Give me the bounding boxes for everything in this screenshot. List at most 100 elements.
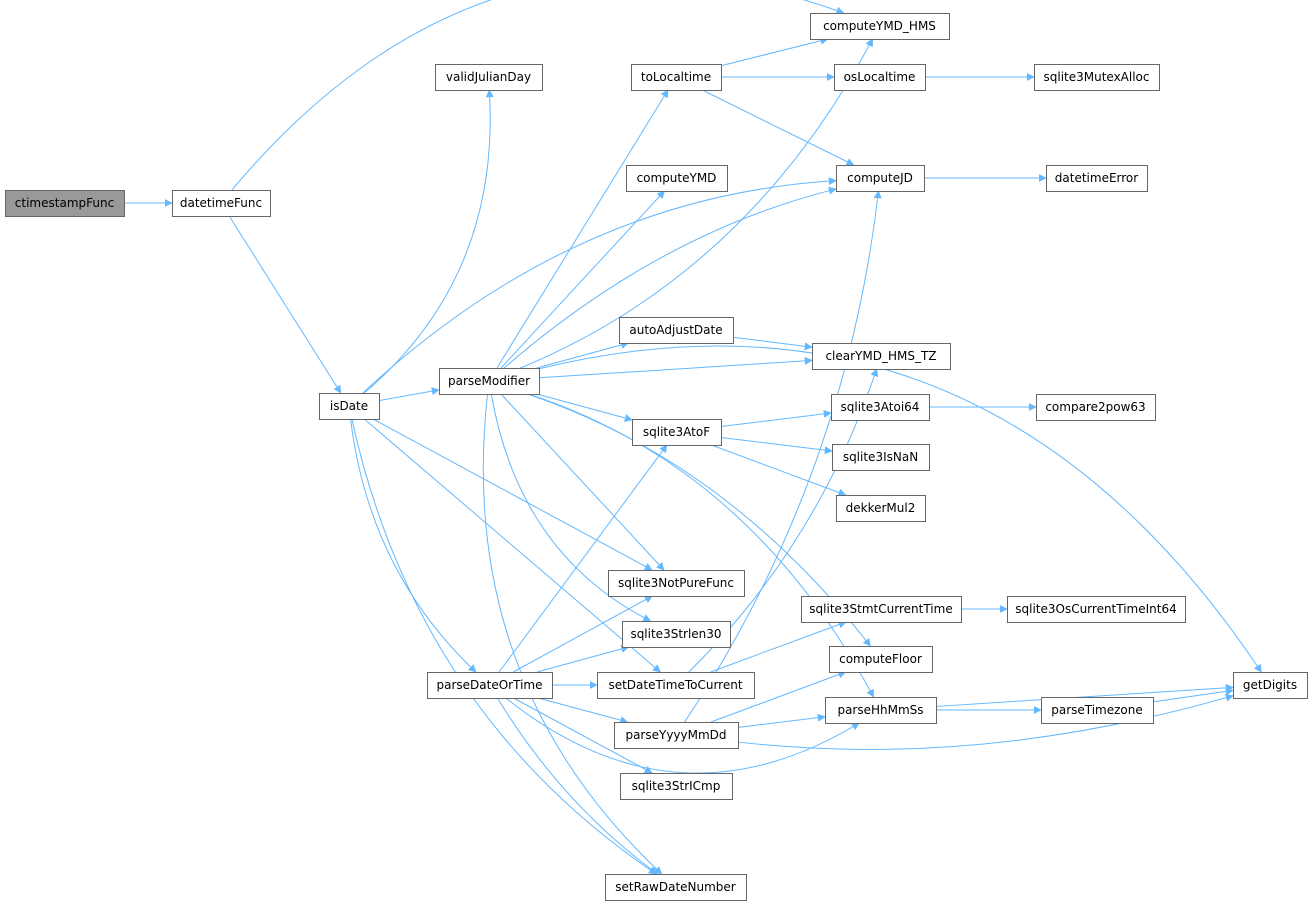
node-box	[825, 697, 937, 724]
node-computeJD[interactable]: computeJD	[836, 165, 925, 192]
edge-sqlite3AtoF-to-sqlite3Atoi64	[720, 409, 832, 428]
node-label: getDigits	[1243, 678, 1297, 692]
node-compare2pow63[interactable]: compare2pow63	[1036, 394, 1156, 421]
node-box	[614, 722, 739, 749]
nodes-layer: ctimestampFunc datetimeFunc isDate validJul…	[5, 13, 1308, 901]
node-sqlite3AtoF[interactable]: sqlite3AtoF	[632, 419, 722, 446]
node-label: clearYMD_HMS_TZ	[825, 349, 936, 363]
node-computeYMD[interactable]: computeYMD	[626, 165, 728, 192]
edge-parseDateOrTime-to-sqlite3StrICmp	[513, 697, 653, 774]
node-box	[1034, 64, 1160, 91]
node-osLocaltime[interactable]: osLocaltime	[834, 64, 926, 91]
node-box	[597, 672, 755, 699]
edge-autoAdjustDate-to-clearYMD_HMS_TZ	[732, 336, 813, 351]
node-box	[836, 495, 926, 522]
node-parseDateOrTime[interactable]: parseDateOrTime	[427, 672, 553, 699]
node-box	[829, 646, 933, 673]
node-parseModifier[interactable]: parseModifier	[439, 368, 540, 395]
node-ctimestampFunc[interactable]: ctimestampFunc	[5, 190, 125, 217]
node-label: sqlite3IsNaN	[843, 450, 918, 464]
node-sqlite3NotPureFunc[interactable]: sqlite3NotPureFunc	[608, 570, 745, 597]
edges-layer	[124, 0, 1262, 875]
node-box	[619, 317, 734, 344]
node-label: parseTimezone	[1051, 703, 1143, 717]
node-sqlite3IsNaN[interactable]: sqlite3IsNaN	[832, 444, 930, 471]
edge-toLocaltime-to-computeYMD_HMS	[720, 36, 829, 67]
node-label: sqlite3OsCurrentTimeInt64	[1015, 602, 1177, 616]
node-box	[435, 64, 543, 91]
edge-isDate-to-setDateTimeToCurrent	[363, 418, 661, 673]
edge-parseYyyyMmDd-to-getDigits	[737, 693, 1234, 750]
node-sqlite3StrICmp[interactable]: sqlite3StrICmp	[620, 773, 733, 800]
edge-parseModifier-to-toLocaltime	[496, 89, 669, 369]
node-validJulianDay[interactable]: validJulianDay	[435, 64, 543, 91]
node-label: computeJD	[847, 171, 913, 185]
node-getDigits[interactable]: getDigits	[1233, 672, 1308, 699]
edge-parseYyyyMmDd-to-computeFloor	[710, 670, 847, 723]
edge-setDateTimeToCurrent-to-sqlite3StmtCurrentTime	[710, 620, 847, 673]
node-box	[836, 165, 925, 192]
edge-parseModifier-to-sqlite3Strlen30	[490, 393, 652, 622]
node-box	[1233, 672, 1308, 699]
node-label: sqlite3StrICmp	[632, 779, 721, 793]
node-label: parseHhMmSs	[837, 703, 923, 717]
edge-isDate-to-computeJD	[362, 177, 837, 394]
node-label: sqlite3NotPureFunc	[618, 576, 734, 590]
edge-parseModifier-to-setRawDateNumber	[482, 393, 663, 875]
node-clearYMD_HMS_TZ[interactable]: clearYMD_HMS_TZ	[812, 343, 951, 370]
node-datetimeFunc[interactable]: datetimeFunc	[172, 190, 271, 217]
node-sqlite3MutexAlloc[interactable]: sqlite3MutexAlloc	[1034, 64, 1160, 91]
edge-parseDateOrTime-to-parseYyyyMmDd	[537, 697, 629, 724]
node-label: parseDateOrTime	[437, 678, 543, 692]
node-label: parseYyyyMmDd	[625, 728, 726, 742]
edge-parseModifier-to-parseHhMmSs	[528, 393, 874, 698]
node-parseHhMmSs[interactable]: parseHhMmSs	[825, 697, 937, 724]
node-label: sqlite3Strlen30	[630, 627, 721, 641]
node-label: sqlite3StmtCurrentTime	[809, 602, 952, 616]
node-label: computeFloor	[839, 652, 922, 666]
node-computeFloor[interactable]: computeFloor	[829, 646, 933, 673]
node-sqlite3Atoi64[interactable]: sqlite3Atoi64	[831, 394, 930, 421]
node-box	[622, 621, 731, 648]
node-sqlite3OsCurrentTimeInt64[interactable]: sqlite3OsCurrentTimeInt64	[1007, 596, 1186, 623]
edge-parseModifier-to-sqlite3NotPureFunc	[500, 393, 665, 571]
node-label: computeYMD_HMS	[823, 19, 936, 33]
node-label: sqlite3AtoF	[643, 425, 710, 439]
node-setDateTimeToCurrent[interactable]: setDateTimeToCurrent	[597, 672, 755, 699]
node-box	[801, 596, 962, 623]
edge-parseYyyyMmDd-to-parseHhMmSs	[737, 713, 826, 728]
node-box	[626, 165, 728, 192]
edge-isDate-to-parseDateOrTime	[350, 418, 477, 673]
edge-parseModifier-to-clearYMD_HMS_TZ	[538, 356, 813, 379]
edge-sqlite3AtoF-to-dekkerMul2	[711, 444, 847, 497]
node-label: computeYMD	[637, 171, 717, 185]
edge-parseModifier-to-sqlite3AtoF	[536, 393, 633, 422]
edge-isDate-to-sqlite3NotPureFunc	[372, 418, 653, 571]
node-box	[427, 672, 553, 699]
edge-parseModifier-to-computeJD	[503, 186, 837, 369]
edge-parseTimezone-to-getDigits	[1152, 687, 1234, 703]
node-label: sqlite3MutexAlloc	[1043, 70, 1149, 84]
edge-sqlite3AtoF-to-sqlite3IsNaN	[720, 436, 833, 455]
node-label: dekkerMul2	[846, 501, 916, 515]
node-sqlite3Strlen30[interactable]: sqlite3Strlen30	[622, 621, 731, 648]
node-box	[5, 190, 125, 217]
node-dekkerMul2[interactable]: dekkerMul2	[836, 495, 926, 522]
node-datetimeError[interactable]: datetimeError	[1046, 165, 1148, 192]
edge-datetimeFunc-to-isDate	[228, 215, 342, 394]
edge-parseYyyyMmDd-to-computeJD	[684, 190, 882, 723]
node-parseYyyyMmDd[interactable]: parseYyyyMmDd	[614, 722, 739, 749]
node-isDate[interactable]: isDate	[319, 393, 380, 420]
node-box	[834, 64, 926, 91]
node-autoAdjustDate[interactable]: autoAdjustDate	[619, 317, 734, 344]
node-setRawDateNumber[interactable]: setRawDateNumber	[605, 874, 747, 901]
node-box	[172, 190, 271, 217]
node-box	[439, 368, 540, 395]
node-toLocaltime[interactable]: toLocaltime	[631, 64, 722, 91]
edge-datetimeFunc-to-computeYMD_HMS	[231, 0, 845, 191]
node-computeYMD_HMS[interactable]: computeYMD_HMS	[810, 13, 950, 40]
node-parseTimezone[interactable]: parseTimezone	[1041, 697, 1154, 724]
node-sqlite3StmtCurrentTime[interactable]: sqlite3StmtCurrentTime	[801, 596, 962, 623]
node-label: sqlite3Atoi64	[841, 400, 920, 414]
